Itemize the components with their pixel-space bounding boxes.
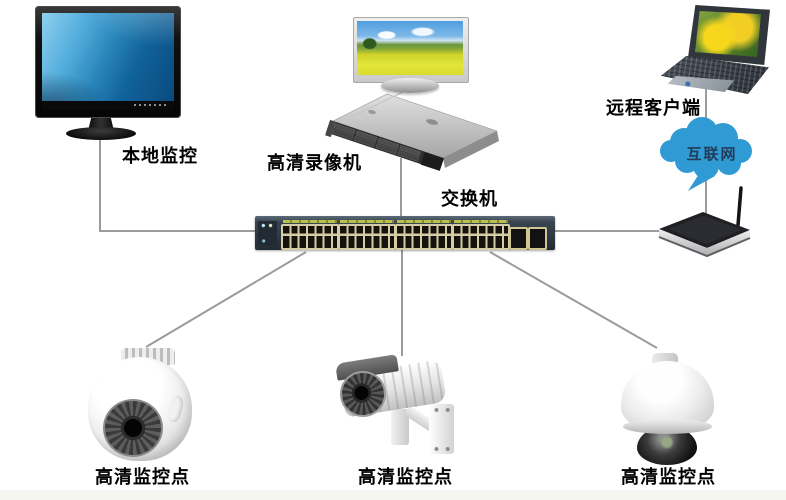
connection-lines — [99, 88, 707, 356]
local-monitor-label: 本地监控 — [122, 146, 198, 166]
local-monitor-bezel-strip — [42, 101, 174, 110]
switch-label: 交换机 — [441, 189, 498, 209]
line-switch-ptzcam — [489, 251, 658, 349]
internet-cloud — [660, 117, 752, 191]
router-image — [658, 186, 751, 258]
nvr-front-panel — [325, 120, 444, 171]
line-localmonitor-switch — [99, 140, 256, 232]
cloud-tail — [688, 174, 715, 191]
bottom-edge-strip — [0, 490, 786, 500]
switch-port-group-4 — [452, 220, 510, 250]
switch-port-group-2 — [338, 220, 396, 250]
camera-bullet-label: 高清监控点 — [358, 467, 453, 487]
internet-cloud-label: 互联网 — [686, 146, 738, 163]
local-monitor-screen — [42, 13, 174, 101]
recorder-monitor-screen — [357, 21, 463, 75]
local-monitor-stand-base — [66, 127, 136, 140]
remote-client-label: 远程客户端 — [606, 98, 701, 118]
switch-port-group-3 — [395, 220, 453, 250]
nvr-server-image — [325, 90, 499, 171]
hd-recorder-label: 高清录像机 — [267, 153, 362, 173]
dome-camera-lens — [103, 399, 163, 457]
switch-uplink-port-2 — [528, 227, 547, 250]
switch-led-panel — [258, 221, 277, 246]
ptz-camera-rim — [623, 419, 712, 434]
switch-uplink-port-1 — [509, 227, 528, 250]
camera-dome-label: 高清监控点 — [95, 467, 190, 487]
line-switch-domecam — [145, 251, 307, 348]
bullet-camera-bracket-joint — [391, 409, 409, 445]
laptop-screen-image — [695, 11, 761, 57]
bullet-camera-wall-plate — [429, 404, 454, 454]
router-antenna — [736, 186, 743, 227]
recorder-monitor-stand — [381, 78, 439, 93]
switch-port-group-1 — [281, 220, 339, 250]
camera-ptz-label: 高清监控点 — [621, 467, 716, 487]
